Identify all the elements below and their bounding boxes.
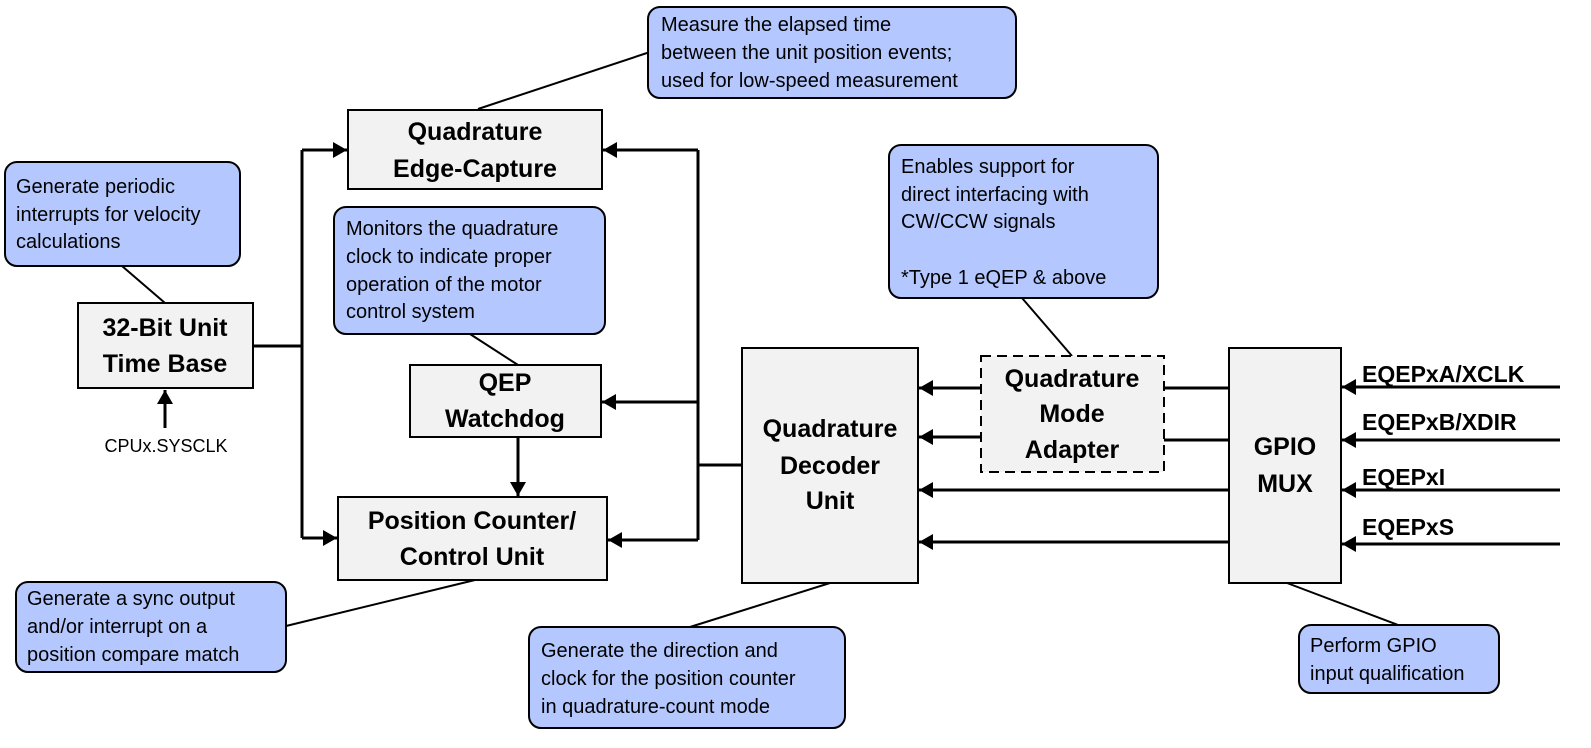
callout-text: input qualification	[1310, 663, 1465, 685]
block-label: MUX	[1257, 470, 1313, 498]
callout-text: Generate the direction and	[541, 640, 778, 662]
callout-text: used for low-speed measurement	[661, 70, 958, 92]
callout-gpio-mux: Perform GPIO input qualification	[1298, 624, 1500, 694]
callout-text: in quadrature-count mode	[541, 696, 770, 718]
callout-text: calculations	[16, 231, 121, 253]
callout-text: position compare match	[27, 644, 239, 666]
callout-text: between the unit position events;	[661, 42, 952, 64]
block-label: Control Unit	[400, 543, 545, 571]
gpio-mux-block: GPIO MUX	[1228, 347, 1342, 584]
block-label: Adapter	[1025, 436, 1120, 464]
edge-capture-block: Quadrature Edge-Capture	[347, 109, 603, 190]
block-label: Mode	[1039, 400, 1104, 428]
block-label: Unit	[806, 487, 855, 515]
callout-time-base: Generate periodic interrupts for velocit…	[4, 161, 241, 267]
callout-text: clock to indicate proper	[346, 246, 552, 268]
callout-text: direct interfacing with	[901, 184, 1089, 206]
block-label: Watchdog	[445, 405, 565, 433]
callout-mode-adapter: Enables support for direct interfacing w…	[888, 144, 1159, 299]
callout-connectors	[121, 51, 1399, 628]
callout-text: Monitors the quadrature	[346, 218, 558, 240]
watchdog-block: QEP Watchdog	[409, 364, 602, 438]
callout-text: operation of the motor	[346, 274, 542, 296]
input-label: EQEPxA/XCLK	[1362, 361, 1525, 387]
block-label: Position Counter/	[368, 507, 576, 535]
mode-adapter-block: Quadrature Mode Adapter	[980, 355, 1165, 473]
callout-position-counter: Generate a sync output and/or interrupt …	[15, 581, 287, 673]
block-label: QEP	[479, 369, 532, 397]
input-label: EQEPxS	[1362, 514, 1454, 540]
callout-text: Generate a sync output	[27, 588, 235, 610]
callout-text: control system	[346, 301, 475, 323]
callout-text: Perform GPIO	[1310, 635, 1437, 657]
time-base-block: 32-Bit Unit Time Base	[77, 302, 254, 389]
block-label: 32-Bit Unit	[103, 314, 229, 342]
callout-text: Measure the elapsed time	[661, 14, 891, 36]
callout-edge-capture: Measure the elapsed time between the uni…	[647, 6, 1017, 99]
position-counter-block: Position Counter/ Control Unit	[337, 496, 608, 581]
block-label: Decoder	[780, 452, 880, 480]
callout-text: Enables support for	[901, 156, 1075, 178]
block-label: GPIO	[1254, 433, 1317, 461]
callout-text: clock for the position counter	[541, 668, 796, 690]
input-signal-labels: EQEPxA/XCLK EQEPxB/XDIR EQEPxI EQEPxS	[1362, 361, 1525, 540]
decoder-block: Quadrature Decoder Unit	[741, 347, 919, 584]
callout-text: and/or interrupt on a	[27, 616, 208, 638]
callout-decoder: Generate the direction and clock for the…	[528, 626, 846, 729]
callout-text: *Type 1 eQEP & above	[901, 267, 1106, 289]
input-label: EQEPxI	[1362, 464, 1445, 490]
clock-input-label: CPUx.SYSCLK	[104, 436, 227, 456]
input-label: EQEPxB/XDIR	[1362, 409, 1517, 435]
block-label: Quadrature	[763, 415, 898, 443]
callout-text: CW/CCW signals	[901, 211, 1055, 233]
callout-text: interrupts for velocity	[16, 204, 201, 226]
callout-watchdog: Monitors the quadrature clock to indicat…	[333, 206, 606, 335]
block-label: Quadrature	[408, 118, 543, 146]
signal-wires	[157, 142, 1560, 552]
callout-text: Generate periodic	[16, 176, 175, 198]
block-label: Edge-Capture	[393, 155, 557, 183]
block-label: Time Base	[103, 350, 228, 378]
block-label: Quadrature	[1005, 365, 1140, 393]
